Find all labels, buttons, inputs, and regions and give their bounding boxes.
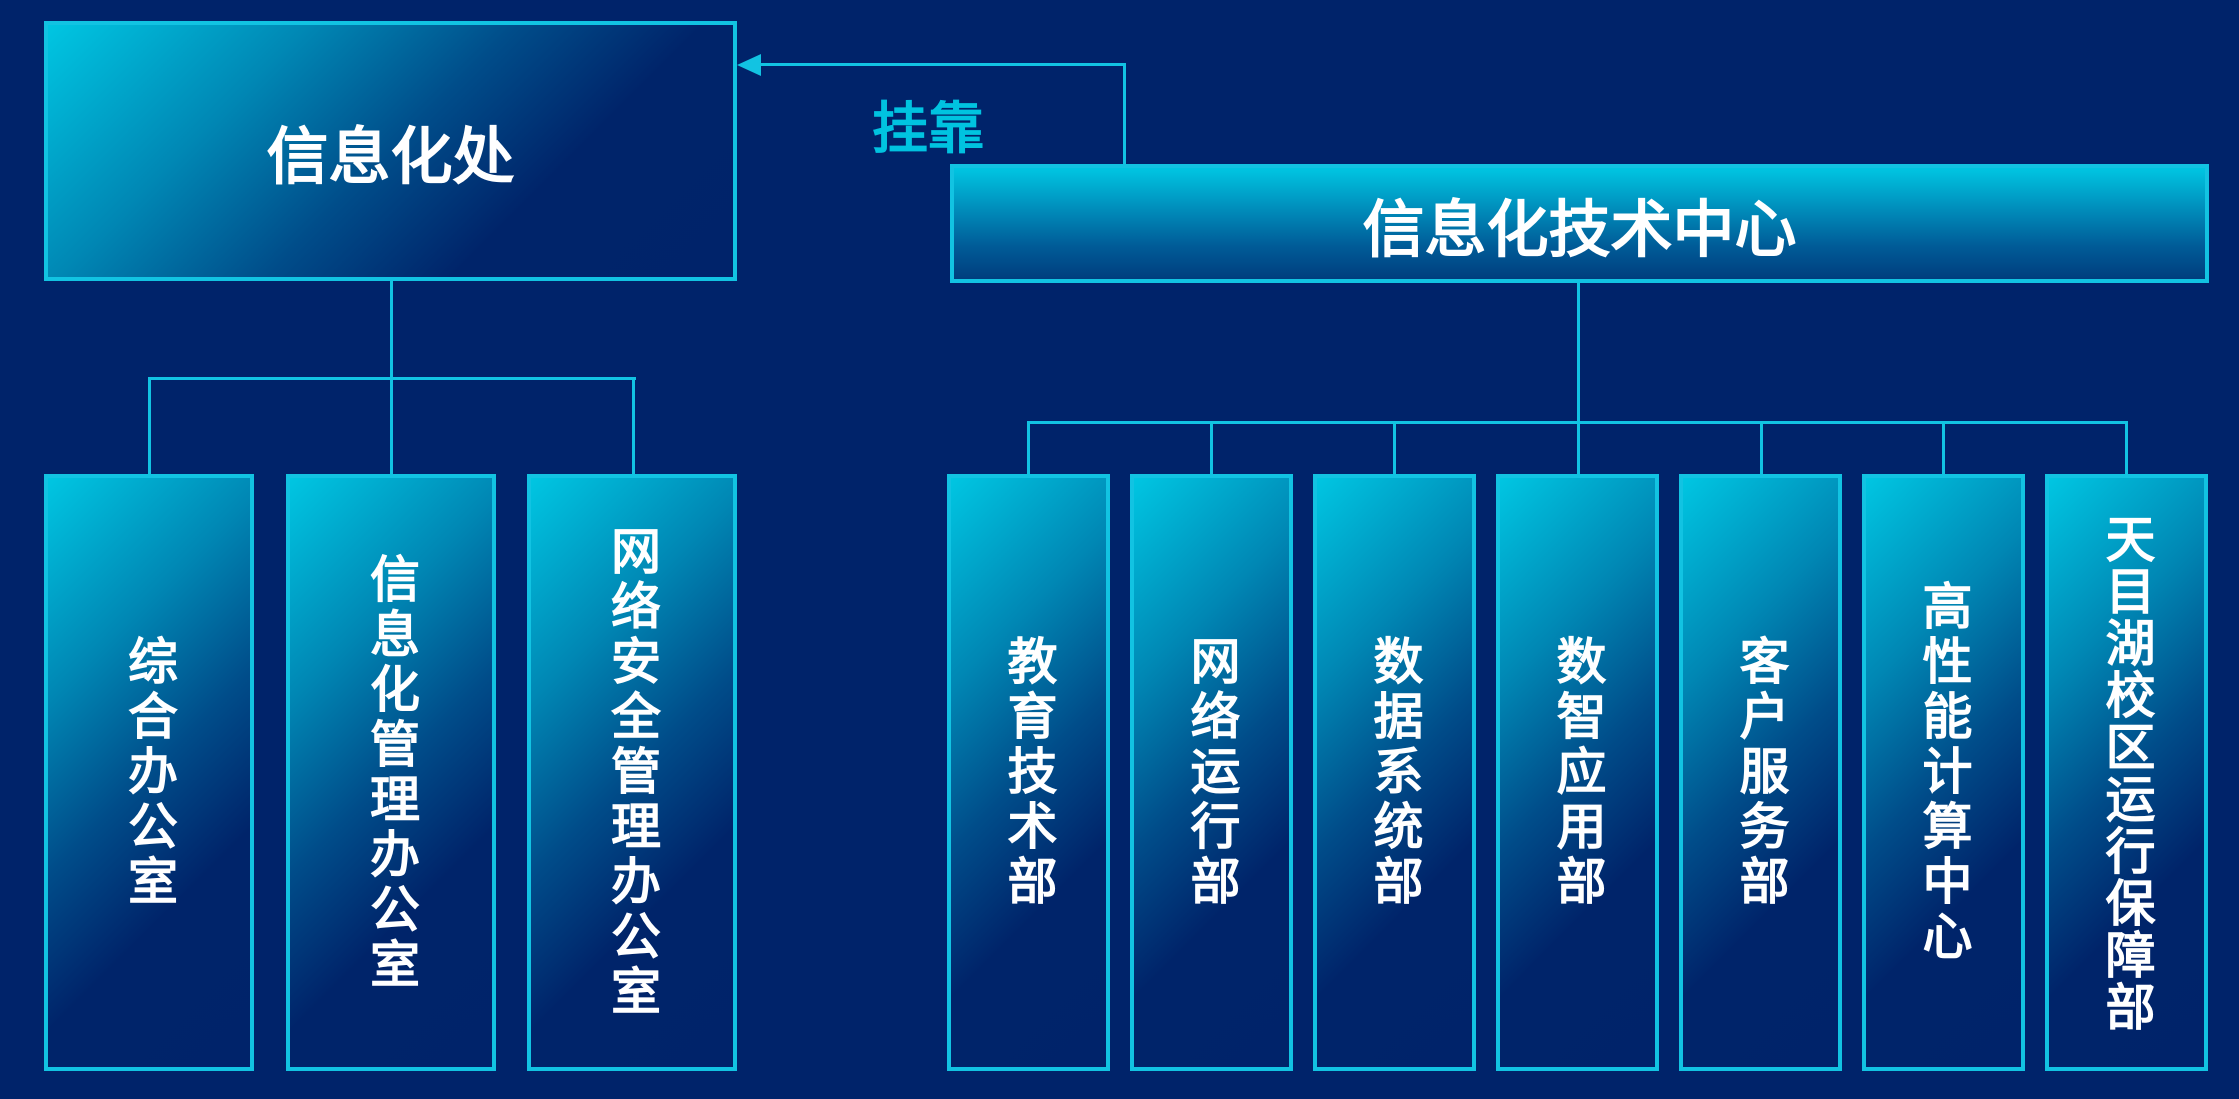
affiliation-connector-vertical [1123, 63, 1126, 165]
tree-connector [632, 377, 635, 474]
tree-connector [1577, 283, 1580, 474]
tree-connector [148, 377, 636, 380]
affiliation-connector-horizontal [745, 63, 1126, 66]
unit-title: 信息化技术中心 [1362, 192, 1797, 266]
department-box: 天目湖校区运行保障部 [2045, 474, 2208, 1071]
unit-box-tech-center: 信息化技术中心 [950, 164, 2209, 283]
department-name: 网络运行部 [1182, 635, 1241, 910]
department-box: 教育技术部 [947, 474, 1110, 1071]
department-name: 高性能计算中心 [1914, 580, 1973, 965]
tree-connector [1942, 421, 1945, 474]
department-name: 网络安全管理办公室 [603, 525, 661, 1020]
department-name: 信息化管理办公室 [362, 552, 420, 993]
department-name: 教育技术部 [999, 635, 1058, 910]
department-name: 客户服务部 [1731, 635, 1790, 910]
tree-connector [1027, 421, 1030, 474]
tree-connector [2125, 421, 2128, 474]
department-box: 数智应用部 [1496, 474, 1659, 1071]
department-box: 高性能计算中心 [1862, 474, 2025, 1071]
tree-connector [1393, 421, 1396, 474]
department-box: 信息化管理办公室 [286, 474, 496, 1071]
department-box: 网络安全管理办公室 [527, 474, 737, 1071]
department-name: 天目湖校区运行保障部 [2097, 512, 2156, 1033]
unit-title: 信息化处 [266, 120, 515, 193]
department-box: 客户服务部 [1679, 474, 1842, 1071]
tree-connector [1027, 421, 2128, 424]
department-box: 综合办公室 [44, 474, 254, 1071]
tree-connector [148, 377, 151, 474]
affiliation-label: 挂靠 [872, 97, 984, 162]
department-name: 数据系统部 [1365, 635, 1424, 910]
tree-connector [1210, 421, 1213, 474]
tree-connector [1760, 421, 1763, 474]
department-box: 网络运行部 [1130, 474, 1293, 1071]
unit-box-informatization-office: 信息化处 [44, 21, 737, 281]
department-box: 数据系统部 [1313, 474, 1476, 1071]
department-name: 数智应用部 [1548, 635, 1607, 910]
arrow-left-icon [737, 54, 761, 76]
department-name: 综合办公室 [120, 635, 178, 910]
